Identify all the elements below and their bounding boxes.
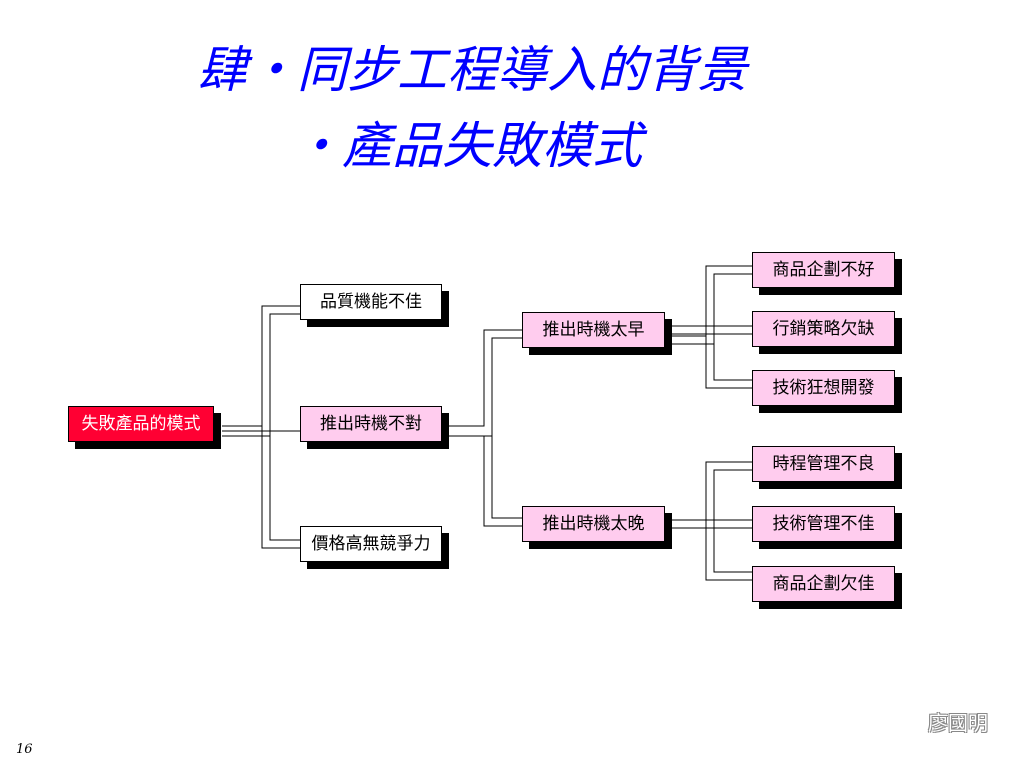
connector-early-inner <box>665 273 752 381</box>
connector-late-inner <box>665 469 752 573</box>
level3-late-node-schedule: 時程管理不良 <box>752 446 895 482</box>
level3-late-node-tech: 技術管理不佳 <box>752 506 895 542</box>
slide-title-line2: ‧產品失敗模式 <box>292 117 642 175</box>
level3-early-node-tech: 技術狂想開發 <box>752 370 895 406</box>
connector-root-level1-outer <box>222 305 300 549</box>
slide-title-line1: 肆‧同步工程導入的背景 <box>197 41 747 99</box>
connector-level1-level2-inner <box>440 337 522 519</box>
author-name: 廖國明 <box>928 711 988 735</box>
level2-node-early: 推出時機太早 <box>522 312 665 348</box>
level1-node-price: 價格高無競爭力 <box>300 526 442 562</box>
level3-early-node-planning: 商品企劃不好 <box>752 252 895 288</box>
level2-node-late: 推出時機太晚 <box>522 506 665 542</box>
page-number: 16 <box>16 742 33 757</box>
level3-early-node-marketing: 行銷策略欠缺 <box>752 311 895 347</box>
level1-node-quality: 品質機能不佳 <box>300 284 442 320</box>
connector-late-outer <box>665 461 752 581</box>
connector-early-outer <box>665 265 752 389</box>
level1-node-timing: 推出時機不對 <box>300 406 442 442</box>
connector-level1-level2-outer <box>440 329 522 527</box>
level3-late-node-planning: 商品企劃欠佳 <box>752 566 895 602</box>
connector-root-level1-inner <box>222 313 300 541</box>
root-node: 失敗產品的模式 <box>68 406 214 442</box>
